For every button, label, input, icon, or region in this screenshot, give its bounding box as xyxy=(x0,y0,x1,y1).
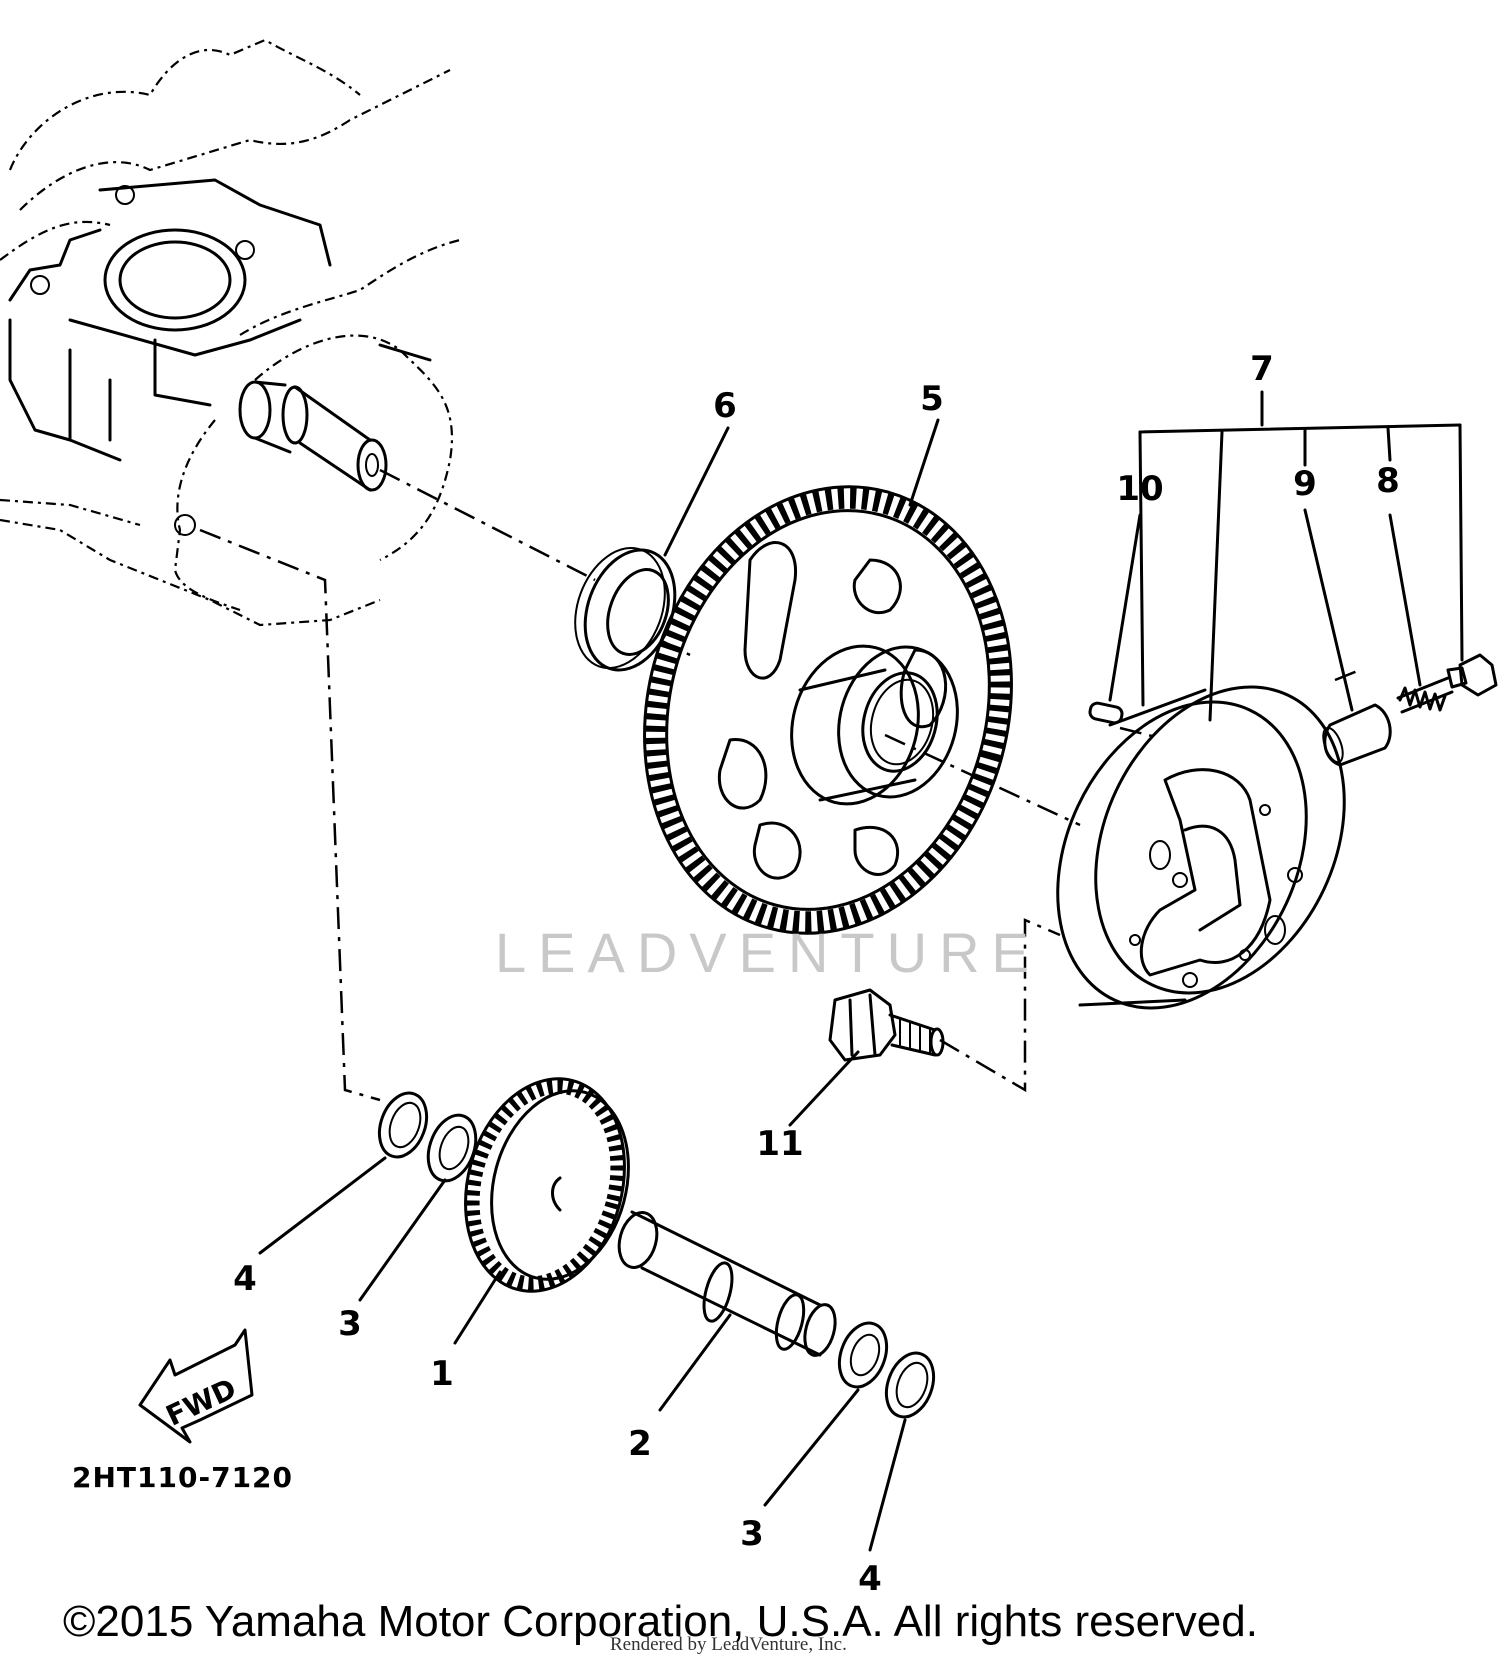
rendered-by-notice: Rendered by LeadVenture, Inc. xyxy=(610,1634,847,1654)
callout-numbers: 1 2 3 3 4 4 5 6 7 8 9 10 11 xyxy=(233,349,1400,1599)
part-6-washer xyxy=(574,546,677,672)
part-9-plunger xyxy=(1322,703,1392,767)
part-4-circlip-lower xyxy=(884,1351,936,1419)
assembly-center-lines xyxy=(199,468,1361,1102)
callout-leader-lines xyxy=(258,390,1464,1552)
callout-11: 11 xyxy=(756,1124,803,1164)
copyright-notice: ©2015 Yamaha Motor Corporation, U.S.A. A… xyxy=(63,1597,1258,1646)
callout-2: 2 xyxy=(628,1424,652,1464)
callout-3-lower: 3 xyxy=(740,1514,764,1554)
part-3-washer-upper xyxy=(426,1113,478,1183)
part-7-starter-clutch-assembly xyxy=(1056,685,1346,1010)
callout-6: 6 xyxy=(713,386,737,426)
part-1-idler-gear xyxy=(464,1077,630,1293)
part-4-circlip-upper xyxy=(377,1091,429,1159)
part-7-cap-screw xyxy=(1446,653,1498,697)
callout-8: 8 xyxy=(1376,461,1400,501)
fwd-label: FWD xyxy=(161,1372,241,1433)
callout-4-lower: 4 xyxy=(858,1559,882,1599)
callout-3-upper: 3 xyxy=(338,1304,362,1344)
part-11-bolt xyxy=(828,988,945,1062)
crankcase-shaft-stub xyxy=(238,380,388,492)
part-5-starter-wheel-gear xyxy=(643,485,1013,935)
callout-5: 5 xyxy=(920,379,944,419)
callout-7: 7 xyxy=(1250,349,1274,389)
callout-1: 1 xyxy=(430,1354,454,1394)
watermark: LEADVENTURE xyxy=(495,921,1041,984)
callout-10: 10 xyxy=(1116,469,1163,509)
drawing-code: 2HT110-7120 xyxy=(72,1461,293,1494)
callout-4-upper: 4 xyxy=(233,1259,257,1299)
callout-9: 9 xyxy=(1293,464,1317,504)
engine-crankcase-outline xyxy=(0,38,461,627)
part-8-spring xyxy=(1396,676,1454,714)
part-2-idler-shaft xyxy=(617,1210,837,1357)
part-3-washer-lower xyxy=(837,1321,889,1389)
part-10-roller xyxy=(1088,701,1124,725)
forward-direction-arrow: FWD xyxy=(138,1328,254,1444)
